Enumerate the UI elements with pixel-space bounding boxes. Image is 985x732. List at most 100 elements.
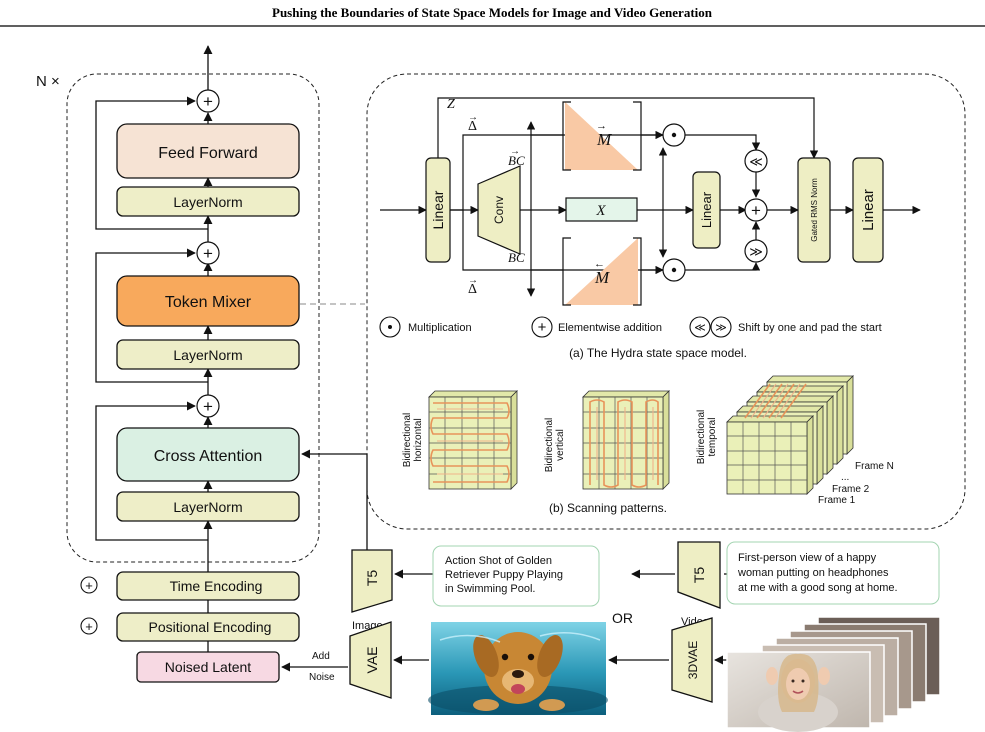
bc-lower-label: BC xyxy=(508,250,525,265)
svg-text:Noised Latent: Noised Latent xyxy=(165,659,252,675)
svg-text:3DVAE: 3DVAE xyxy=(686,641,700,679)
legend-shift: ≪ ≫ Shift by one and pad the start xyxy=(689,316,882,338)
layernorm-block-1: LayerNorm xyxy=(116,186,300,217)
svg-text:Multiplication: Multiplication xyxy=(408,322,472,334)
shift-left-circle: ≪ xyxy=(744,149,768,173)
scan-vertical-label-2: vertical xyxy=(555,429,566,461)
frame-2-label: Frame 2 xyxy=(832,484,870,495)
svg-text:Time Encoding: Time Encoding xyxy=(170,578,263,594)
svg-text:Linear: Linear xyxy=(699,191,714,228)
cross-attention-block: Cross Attention xyxy=(116,427,300,482)
svg-text:Linear: Linear xyxy=(430,190,446,229)
time-encoding-block: Time Encoding xyxy=(116,571,300,601)
mult-circle-upper xyxy=(662,123,686,147)
z-path xyxy=(437,97,819,159)
svg-text:T5: T5 xyxy=(364,570,380,587)
svg-text:Cross Attention: Cross Attention xyxy=(154,448,263,465)
linear-block-2: Linear xyxy=(692,171,721,249)
scan-temporal-label-2: temporal xyxy=(707,418,718,457)
svg-text:+: + xyxy=(203,92,213,111)
m-lower-arrow-icon: ← xyxy=(594,258,605,270)
gated-rms-norm-block: Gated RMS Norm xyxy=(797,157,831,263)
caption-b: (b) Scanning patterns. xyxy=(549,501,667,515)
linear-block-3: Linear xyxy=(852,157,884,263)
legend-addition: + Elementwise addition xyxy=(531,316,662,338)
svg-text:+: + xyxy=(538,319,547,336)
linear-block-1: Linear xyxy=(425,157,451,263)
video-frames xyxy=(726,616,941,732)
svg-text:Shift by one and pad the start: Shift by one and pad the start xyxy=(738,322,882,334)
layernorm-block-2: LayerNorm xyxy=(116,339,300,370)
image-prompt-line-3: in Swimming Pool. xyxy=(445,583,535,595)
add-circle: + xyxy=(744,198,768,222)
video-prompt-box: First-person view of a happy woman putti… xyxy=(726,541,940,605)
scan-horizontal-label-1: Bidirectional xyxy=(402,413,413,467)
plus-circle-1: + xyxy=(196,89,220,113)
svg-text:M: M xyxy=(594,268,610,287)
frame-1-label: Frame 1 xyxy=(818,495,856,506)
delta-lower-arrow-icon: → xyxy=(468,275,478,286)
scan-horizontal-cube xyxy=(428,390,518,490)
x-block: X xyxy=(565,197,638,222)
caption-a: (a) The Hydra state space model. xyxy=(569,346,747,360)
m-lower-matrix: M ← xyxy=(562,237,642,306)
bc-upper-label: BC xyxy=(508,153,525,168)
m-upper-matrix: M → xyxy=(562,101,642,171)
or-label: OR xyxy=(612,610,633,626)
image-prompt-box: Action Shot of Golden Retriever Puppy Pl… xyxy=(432,545,600,607)
svg-text:M: M xyxy=(596,130,612,149)
svg-text:Token Mixer: Token Mixer xyxy=(165,294,252,311)
svg-text:LayerNorm: LayerNorm xyxy=(173,499,242,515)
svg-text:+: + xyxy=(751,201,761,220)
plus-circle-2: + xyxy=(196,241,220,265)
scan-vertical-cube xyxy=(582,390,670,490)
mult-upper-to-shift xyxy=(685,134,761,151)
frame-n-label: Frame N xyxy=(855,461,894,472)
svg-text:Gated RMS Norm: Gated RMS Norm xyxy=(810,178,819,242)
add-noise-label-2: Noise xyxy=(309,672,335,683)
t5-to-cross-attention xyxy=(301,449,368,550)
puppy-image xyxy=(428,622,608,715)
page-title: Pushing the Boundaries of State Space Mo… xyxy=(272,5,713,20)
svg-text:Conv: Conv xyxy=(492,196,506,224)
legend-multiplication: Multiplication xyxy=(379,316,472,338)
svg-text:LayerNorm: LayerNorm xyxy=(173,194,242,210)
svg-text:+: + xyxy=(203,397,213,416)
mult-circle-lower xyxy=(662,258,686,282)
delta-upper-arrow-icon: → xyxy=(468,112,478,123)
svg-text:T5: T5 xyxy=(691,567,707,584)
residual-3 xyxy=(95,401,208,541)
t5-video-block: T5 xyxy=(677,541,721,609)
video-prompt-line-1: First-person view of a happy xyxy=(738,552,877,564)
layernorm-block-3: LayerNorm xyxy=(116,491,300,522)
conv-block: Conv xyxy=(477,165,521,255)
noised-latent-block: Noised Latent xyxy=(136,651,280,683)
delta-lower-label: Δ xyxy=(468,282,477,297)
svg-text:≪: ≪ xyxy=(749,154,763,169)
z-label: Z xyxy=(447,97,455,112)
svg-text:X: X xyxy=(595,203,606,219)
positional-encoding-block: Positional Encoding xyxy=(116,612,300,642)
svg-text:≪: ≪ xyxy=(694,322,706,334)
add-noise-label-1: Add xyxy=(312,651,330,662)
svg-text:VAE: VAE xyxy=(364,647,380,674)
vae-block: VAE xyxy=(349,621,392,699)
delta-lower-path xyxy=(462,210,664,275)
bc-upper-arrow-icon: → xyxy=(510,146,520,157)
frame-front xyxy=(726,415,814,495)
svg-text:+: + xyxy=(85,619,93,634)
m-upper-arrow-icon: → xyxy=(596,120,607,132)
svg-text:≫: ≫ xyxy=(749,244,763,259)
scan-temporal-label-1: Bidirectional xyxy=(696,410,707,464)
mult-lower-to-shift xyxy=(685,262,761,271)
positional-plus-icon: + xyxy=(80,617,98,635)
feed-forward-block: Feed Forward xyxy=(116,123,300,179)
svg-text:≫: ≫ xyxy=(715,322,727,334)
svg-text:+: + xyxy=(85,578,93,593)
scan-horizontal-label-2: horizontal xyxy=(413,418,424,461)
svg-text:Linear: Linear xyxy=(860,189,877,231)
plus-circle-3: + xyxy=(196,394,220,418)
video-prompt-line-2: woman putting on headphones xyxy=(737,567,889,579)
residual-1 xyxy=(95,96,208,230)
